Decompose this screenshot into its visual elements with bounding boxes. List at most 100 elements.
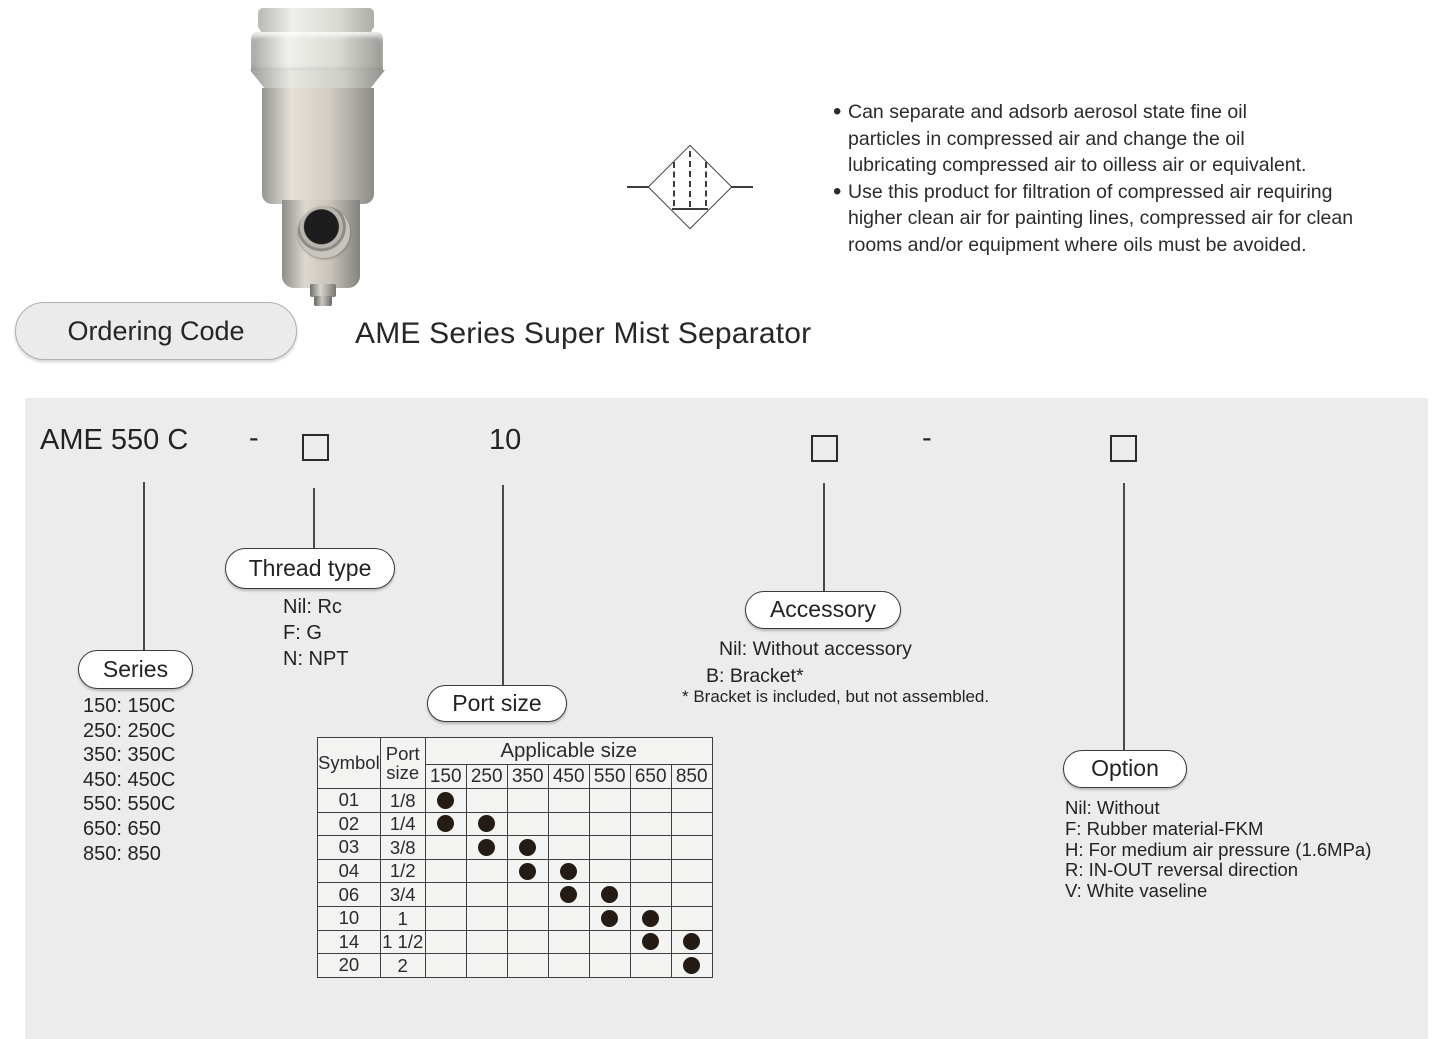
cell-size-150 [424,811,467,837]
cell-port-size: 2 [379,953,426,978]
cell-size-650 [629,835,672,860]
cell-port-size: 1/8 [379,788,426,813]
product-cap-band [251,32,383,76]
col-header-port-size: Port size [379,737,426,789]
col-header-symbol: Symbol [317,737,381,789]
ordering-code-panel: AME 550 C - 10 - Thread type Series Port… [25,398,1428,1039]
cell-size-250 [465,929,508,955]
code-separator: - [249,422,259,454]
cell-size-450 [547,788,590,813]
col-header-size-850: 850 [670,764,713,789]
availability-dot [683,956,701,974]
cell-size-250 [465,788,508,813]
cell-size-850 [670,858,713,884]
cell-size-150 [424,905,467,931]
feature-item: • Use this product for filtration of com… [833,177,1354,259]
cell-symbol: 14 [317,929,381,955]
port-size-connector-line [502,485,504,685]
cell-size-150 [424,788,467,813]
port-size-label: Port size [427,685,567,722]
cell-port-size: 1 [379,905,426,931]
availability-dot [478,815,496,833]
thread-type-label: Thread type [225,548,395,589]
cell-size-350 [506,905,549,931]
option-option: H: For medium air pressure (1.6MPa) [1065,838,1372,860]
product-drain-tip [314,296,332,306]
cell-size-250 [465,811,508,837]
feature-text: Use this product for filtration of compr… [848,180,1354,256]
feature-text: Can separate and adsorb aerosol state fi… [848,101,1307,176]
series-option: 150: 150C [83,695,176,717]
cell-size-350 [506,811,549,837]
cell-size-450 [547,953,590,978]
cell-size-850 [670,929,713,955]
cell-size-350 [506,953,549,978]
cell-size-650 [629,905,672,931]
model-code: AME 550 C [40,424,189,456]
product-body [262,88,374,204]
cell-size-350 [506,788,549,813]
page-title: AME Series Super Mist Separator [355,317,812,350]
option-option: R: IN-OUT reversal direction [1065,859,1299,881]
cell-size-250 [465,905,508,931]
availability-dot [683,933,701,951]
product-drain-fitting [310,284,336,297]
cell-port-size: 3/4 [379,882,426,907]
cell-size-450 [547,929,590,955]
accessory-option: Nil: Without accessory [719,638,912,660]
cell-size-550 [588,905,631,931]
symbol-dashed-line [705,162,707,206]
cell-size-850 [670,882,713,907]
bullet-icon: • [833,177,842,205]
product-port-hole [298,206,350,258]
cell-size-150 [424,835,467,860]
symbol-dashed-line [689,151,691,207]
cell-size-450 [547,882,590,907]
cell-port-size: 1 1/2 [379,929,426,955]
symbol-left-pipe [627,186,649,188]
cell-size-850 [670,811,713,837]
cell-size-350 [506,882,549,907]
symbol-dashed-line [673,162,675,206]
accessory-label: Accessory [745,591,901,629]
availability-dot [560,862,578,880]
availability-dot [601,886,619,904]
series-option: 350: 350C [83,744,176,767]
availability-dot [519,838,537,856]
availability-dot [560,886,578,904]
cell-symbol: 01 [317,788,381,813]
col-header-size-350: 350 [506,764,549,789]
accessory-connector-line [823,483,825,591]
option-connector-line [1123,483,1125,752]
cell-size-150 [424,929,467,955]
cell-size-350 [506,835,549,860]
option-box [1110,435,1137,462]
series-option: 650: 650 [83,817,161,840]
symbol-separator-line [672,208,708,210]
thread-type-box [302,434,329,461]
cell-size-550 [588,953,631,978]
cell-size-650 [629,882,672,907]
series-option: 550: 550C [83,793,176,816]
availability-dot [437,791,455,809]
series-option: 850: 850 [83,842,161,865]
cell-symbol: 02 [317,811,381,837]
col-header-applicable-size: Applicable size [424,737,713,765]
series-option: 450: 450C [83,768,176,791]
cell-size-450 [547,905,590,931]
cell-size-650 [629,788,672,813]
cell-size-250 [465,835,508,860]
series-connector-line [143,482,145,650]
col-header-size-250: 250 [465,764,508,789]
cell-size-250 [465,858,508,884]
thread-type-connector-line [313,488,315,548]
